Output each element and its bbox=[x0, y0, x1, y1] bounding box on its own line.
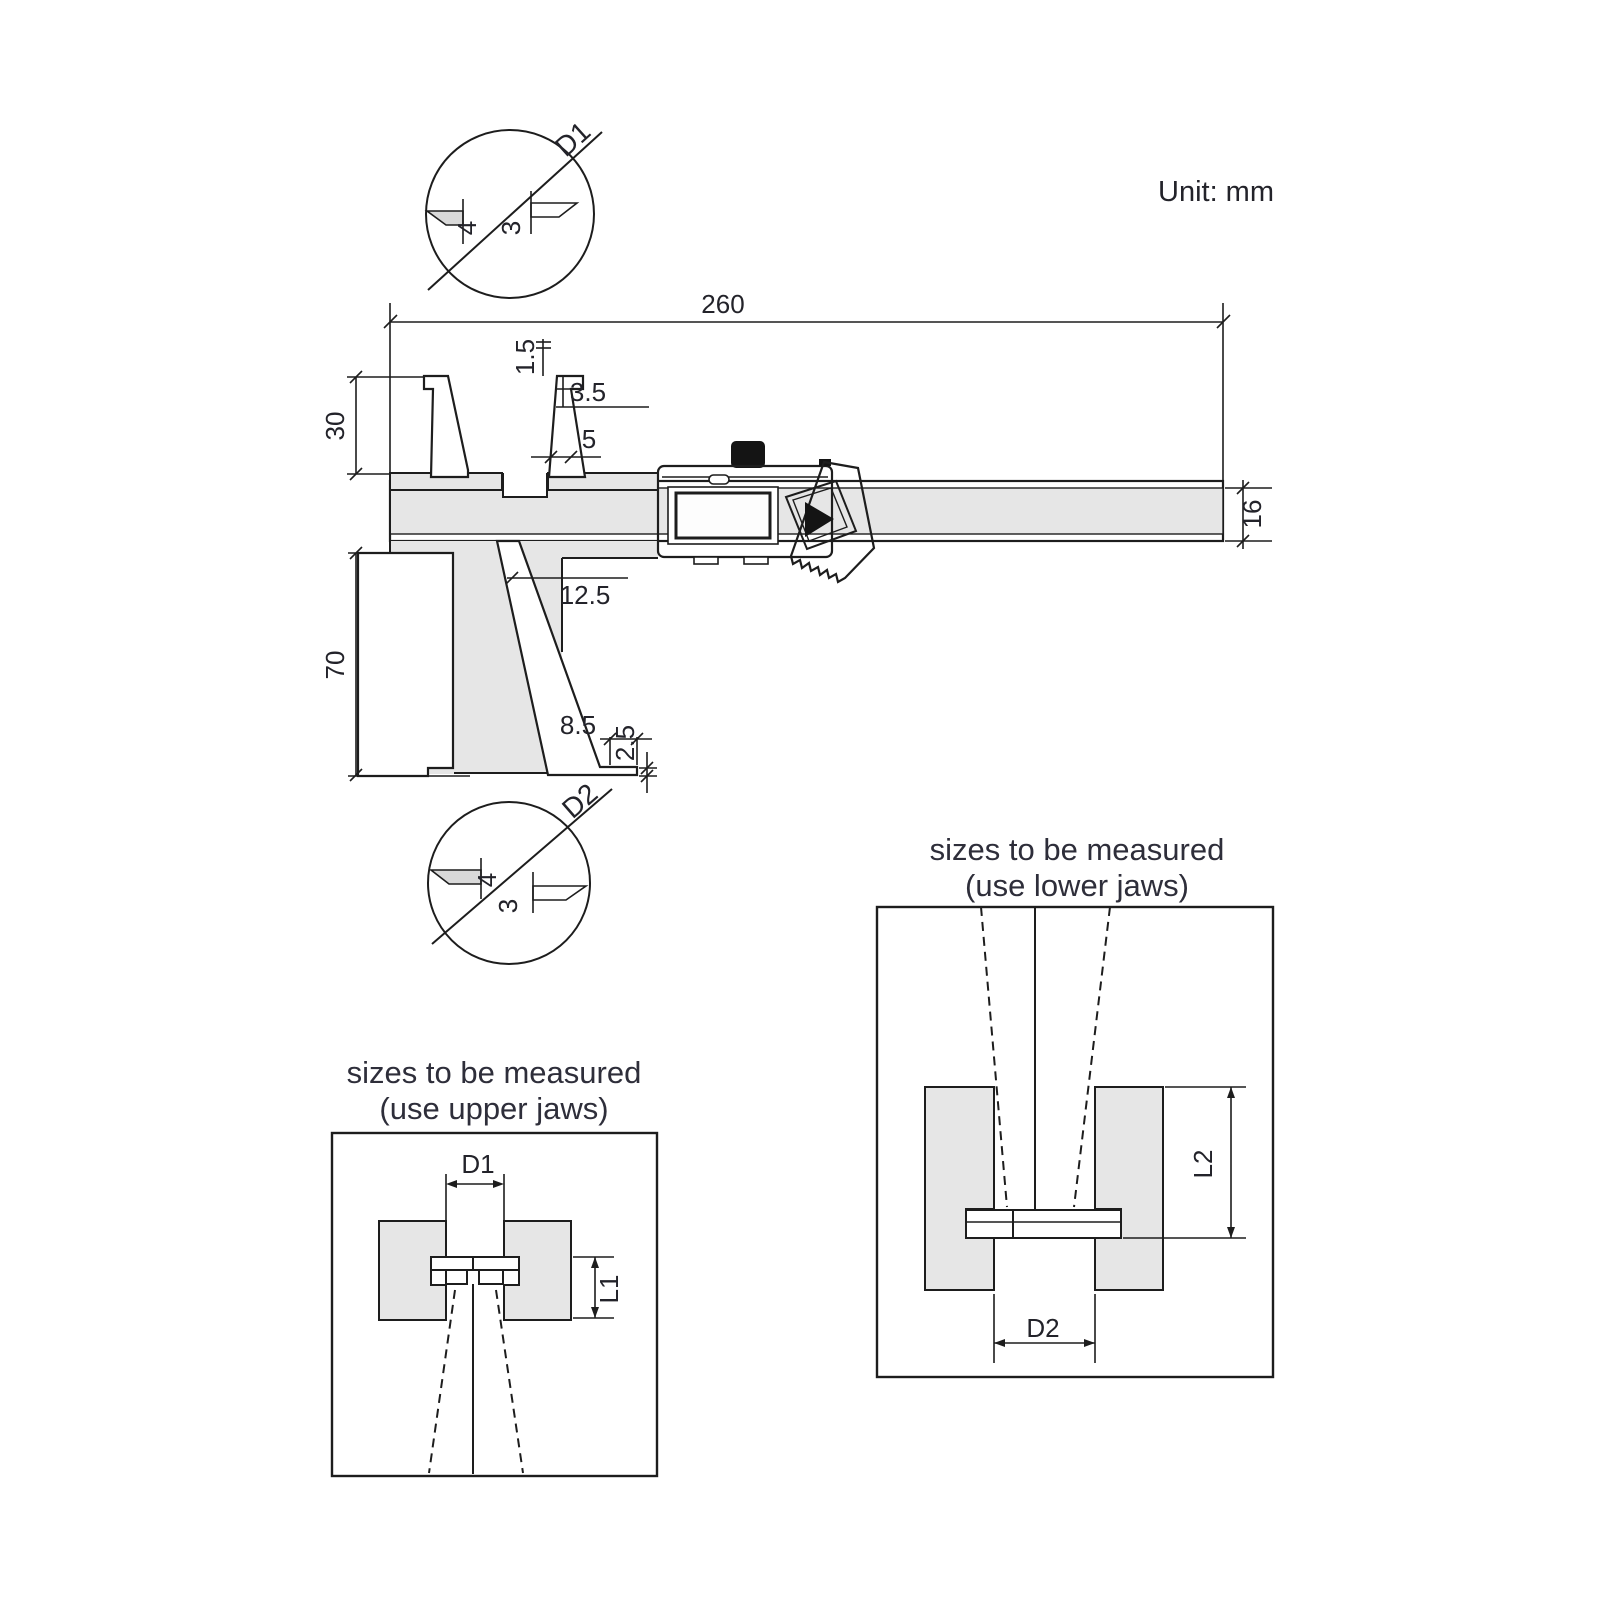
thumb-roller bbox=[731, 441, 765, 468]
inset-lower-dim-l2: L2 bbox=[1123, 1086, 1246, 1239]
dim-upper-tip-width-text: 1.5 bbox=[510, 339, 540, 375]
dim-lower-tip-thickness: 2.5 bbox=[610, 725, 657, 793]
d2-right-tip-dim: 3 bbox=[493, 899, 523, 913]
lower-jaw-tip-bar bbox=[965, 1209, 1122, 1239]
inset-upper-l1-text: L1 bbox=[594, 1275, 624, 1304]
detail-circle-d1: D1 4 3 bbox=[424, 115, 603, 299]
jaw-body-dashed-right bbox=[495, 1289, 524, 1474]
inset-lower-frame bbox=[875, 905, 1275, 1379]
inset-lower-jaws: sizes to be measured (use lower jaws) L2… bbox=[875, 832, 1275, 1379]
jaw-body-dashed-left bbox=[428, 1289, 456, 1474]
display-foot-right bbox=[743, 556, 769, 565]
dim-lower-tip-length: 8.5 bbox=[560, 710, 652, 765]
workpiece-left-block-2 bbox=[924, 1086, 995, 1291]
rail-notch bbox=[502, 473, 548, 498]
inset-upper-dim-d1: D1 bbox=[445, 1149, 505, 1220]
inset-lower-l2-text: L2 bbox=[1188, 1150, 1218, 1179]
inset-lower-dim-d2: D2 bbox=[993, 1294, 1096, 1363]
display-foot-left bbox=[693, 556, 719, 565]
detail-circle-d2: D2 4 3 bbox=[427, 777, 613, 965]
detail-d2-label: D2 bbox=[556, 777, 603, 824]
detail-d1-label: D1 bbox=[549, 115, 596, 162]
origin-button bbox=[708, 474, 730, 485]
d2-right-tip-section bbox=[532, 885, 589, 901]
dim-lower-jaw-reach-text: 70 bbox=[320, 651, 350, 680]
battery-cover bbox=[784, 479, 858, 551]
dim-overall-length: 260 bbox=[383, 289, 1231, 480]
digital-display-unit bbox=[656, 441, 876, 584]
upper-jaw-tip-bar bbox=[430, 1256, 520, 1271]
dim-beam-height: 16 bbox=[1225, 480, 1272, 549]
dim-upper-tip-depth-text: 3.5 bbox=[570, 377, 606, 407]
inset-upper-d1-text: D1 bbox=[461, 1149, 494, 1179]
inset-upper-title-line2: (use upper jaws) bbox=[379, 1091, 608, 1126]
inset-upper-dim-l1: L1 bbox=[573, 1256, 624, 1319]
main-caliper-view: 260 16 bbox=[320, 289, 1272, 793]
dim-upper-jaw-thickness: 5 bbox=[531, 424, 601, 464]
dim-upper-jaw-height: 30 bbox=[320, 370, 423, 481]
dim-upper-jaw-height-text: 30 bbox=[320, 412, 350, 441]
dim-lower-tip-thickness-text: 2.5 bbox=[610, 725, 640, 761]
upper-jaw-stem-right bbox=[478, 1269, 504, 1285]
dim-upper-jaw-thickness-text: 5 bbox=[582, 424, 596, 454]
d1-right-tip-section bbox=[530, 202, 580, 218]
dim-lower-jaw-offset-text: 12.5 bbox=[560, 580, 611, 610]
fixed-upper-jaw bbox=[422, 374, 470, 479]
d2-left-tip-dim: 4 bbox=[472, 873, 502, 887]
inset-lower-d2-text: D2 bbox=[1026, 1313, 1059, 1343]
inset-lower-title-line1: sizes to be measured bbox=[930, 832, 1225, 867]
fixed-lower-jaw bbox=[356, 551, 455, 778]
upper-jaw-stem-left bbox=[445, 1269, 468, 1285]
d1-right-tip-dim: 3 bbox=[496, 221, 526, 235]
battery-cover-housing bbox=[789, 460, 876, 584]
workpiece-left-block bbox=[378, 1220, 447, 1321]
dim-upper-tip-width: 1.5 bbox=[510, 339, 551, 376]
moving-lower-jaw bbox=[495, 539, 639, 777]
dim-upper-tip-depth: 3.5 bbox=[555, 377, 649, 408]
jaw-body-dashed-left-2 bbox=[980, 906, 1008, 1208]
dim-lower-jaw-reach: 70 bbox=[320, 546, 470, 782]
inset-lower-title-line2: (use lower jaws) bbox=[965, 868, 1189, 903]
play-triangle-icon bbox=[805, 502, 834, 537]
jaw-body-dashed-right-2 bbox=[1073, 906, 1111, 1208]
battery-cover-inner bbox=[792, 487, 848, 542]
lcd-screen bbox=[674, 491, 772, 540]
dim-lower-tip-length-text: 8.5 bbox=[560, 710, 596, 740]
unit-label: Unit: mm bbox=[1158, 176, 1274, 208]
dim-beam-height-text: 16 bbox=[1237, 500, 1267, 529]
dim-overall-length-text: 260 bbox=[701, 289, 744, 319]
inset-upper-title-line1: sizes to be measured bbox=[347, 1055, 642, 1090]
workpiece-right-block-2 bbox=[1094, 1086, 1164, 1291]
inset-upper-jaws: sizes to be measured (use upper jaws) D1… bbox=[330, 1055, 659, 1478]
d1-left-tip-dim: 4 bbox=[452, 221, 482, 235]
dim-lower-jaw-offset: 12.5 bbox=[505, 571, 628, 610]
inset-upper-frame bbox=[330, 1131, 659, 1478]
